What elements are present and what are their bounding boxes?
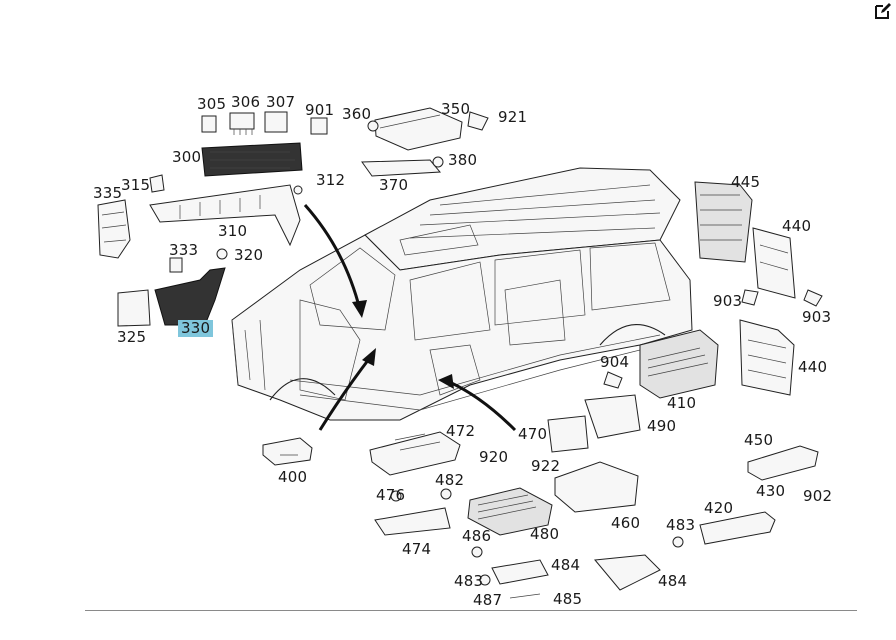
module-420 xyxy=(672,511,776,548)
callout-920[interactable]: 920 xyxy=(479,448,509,466)
callout-486[interactable]: 486 xyxy=(462,527,492,545)
fuse-relay-box-300 xyxy=(201,142,303,177)
callout-484[interactable]: 484 xyxy=(551,556,581,574)
bracket-474 xyxy=(374,488,483,558)
module-440-lower xyxy=(739,319,795,396)
callout-903[interactable]: 903 xyxy=(802,308,832,326)
callout-922[interactable]: 922 xyxy=(531,457,561,475)
callout-430[interactable]: 430 xyxy=(756,482,786,500)
callout-335[interactable]: 335 xyxy=(93,184,123,202)
callout-474[interactable]: 474 xyxy=(402,540,432,558)
callout-450[interactable]: 450 xyxy=(744,431,774,449)
callout-312[interactable]: 312 xyxy=(316,171,346,189)
carrier-310 xyxy=(149,184,303,247)
callout-482[interactable]: 482 xyxy=(435,471,465,489)
callout-904[interactable]: 904 xyxy=(600,353,630,371)
callout-487[interactable]: 487 xyxy=(473,591,503,609)
callout-921[interactable]: 921 xyxy=(498,108,528,126)
callout-485[interactable]: 485 xyxy=(553,590,583,608)
callout-472[interactable]: 472 xyxy=(446,422,476,440)
callout-484[interactable]: 484 xyxy=(658,572,688,590)
module-350 xyxy=(367,107,489,151)
callout-325[interactable]: 325 xyxy=(117,328,147,346)
amplifier-480 xyxy=(467,487,553,536)
tray-460 xyxy=(554,461,639,513)
bracket-335 xyxy=(97,174,165,259)
callout-470[interactable]: 470 xyxy=(518,425,548,443)
callout-380[interactable]: 380 xyxy=(448,151,478,169)
callout-310[interactable]: 310 xyxy=(218,222,248,240)
callout-440[interactable]: 440 xyxy=(782,217,812,235)
callout-300[interactable]: 300 xyxy=(172,148,202,166)
callout-350[interactable]: 350 xyxy=(441,100,471,118)
callout-307[interactable]: 307 xyxy=(266,93,296,111)
callout-333[interactable]: 333 xyxy=(169,241,199,259)
callout-360[interactable]: 360 xyxy=(342,105,372,123)
callout-420[interactable]: 420 xyxy=(704,499,734,517)
edit-icon[interactable] xyxy=(874,2,894,22)
callout-320[interactable]: 320 xyxy=(234,246,264,264)
callout-315[interactable]: 315 xyxy=(121,176,151,194)
brackets-484 xyxy=(479,554,661,599)
callout-476[interactable]: 476 xyxy=(376,486,406,504)
relays-and-fuses xyxy=(201,111,328,135)
module-445 xyxy=(694,181,753,263)
callout-901[interactable]: 901 xyxy=(305,101,335,119)
leader-arrows xyxy=(303,204,517,432)
trays-490-470 xyxy=(547,394,641,453)
amplifier-410 xyxy=(603,329,719,399)
callout-902[interactable]: 902 xyxy=(803,487,833,505)
callout-370[interactable]: 370 xyxy=(379,176,409,194)
callout-903[interactable]: 903 xyxy=(713,292,743,310)
callout-410[interactable]: 410 xyxy=(667,394,697,412)
callout-306[interactable]: 306 xyxy=(231,93,261,111)
callout-400[interactable]: 400 xyxy=(278,468,308,486)
bracket-330 xyxy=(117,248,228,327)
callout-440[interactable]: 440 xyxy=(798,358,828,376)
callout-330-selected[interactable]: 330 xyxy=(178,320,214,337)
callout-483[interactable]: 483 xyxy=(454,572,484,590)
bracket-370 xyxy=(361,156,444,177)
module-450 xyxy=(747,445,819,481)
airbag-unit-400 xyxy=(262,437,313,466)
control-unit-472 xyxy=(369,431,461,476)
callout-480[interactable]: 480 xyxy=(530,525,560,543)
vehicle-body xyxy=(231,167,693,421)
edit-icon-glyph xyxy=(875,3,891,19)
callout-305[interactable]: 305 xyxy=(197,95,227,113)
bottom-divider xyxy=(85,610,857,611)
callout-490[interactable]: 490 xyxy=(647,417,677,435)
module-440-upper xyxy=(741,227,823,307)
callout-460[interactable]: 460 xyxy=(611,514,641,532)
callout-445[interactable]: 445 xyxy=(731,173,761,191)
callout-483[interactable]: 483 xyxy=(666,516,696,534)
